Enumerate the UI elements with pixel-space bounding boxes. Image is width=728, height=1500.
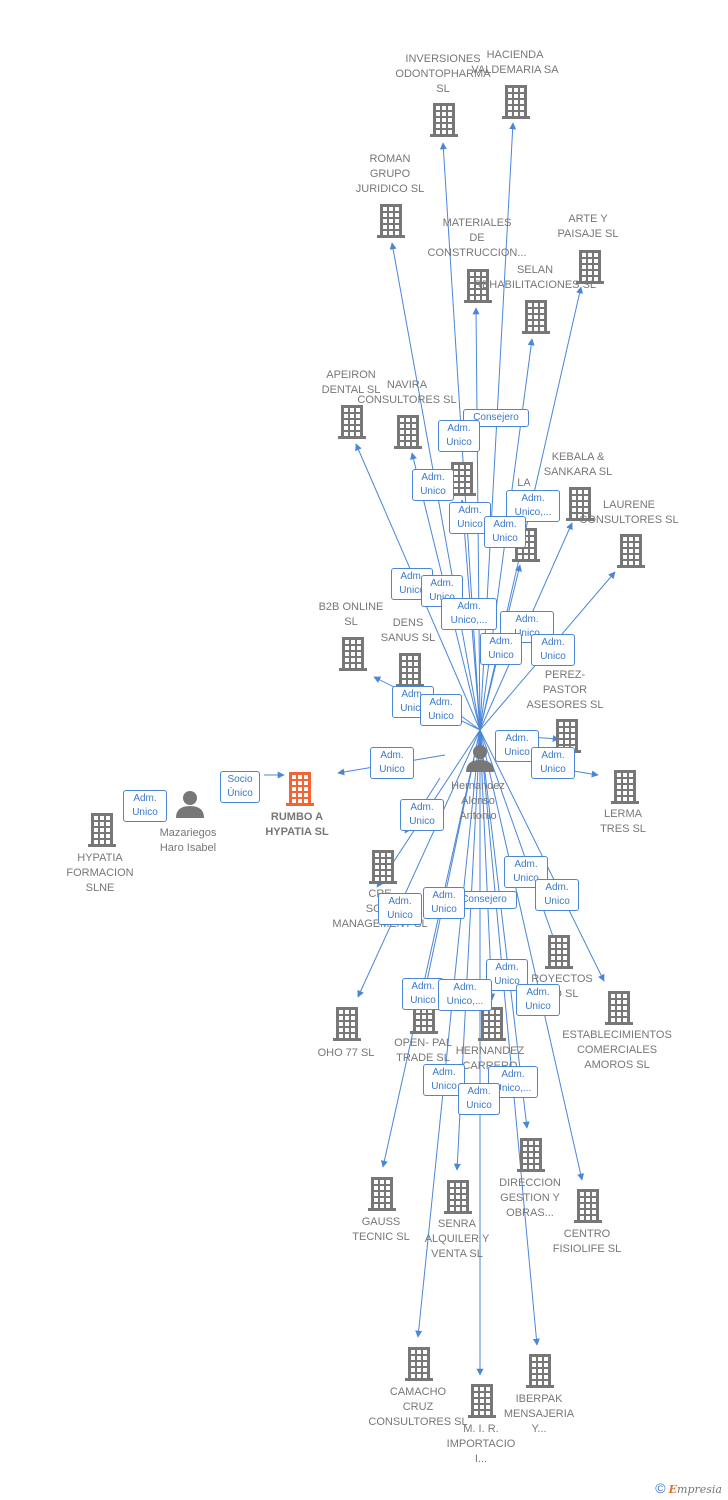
role-badge[interactable]: Adm. Unico bbox=[420, 694, 462, 726]
company-building-icon[interactable] bbox=[617, 534, 645, 568]
role-badge[interactable]: Adm. Unico bbox=[531, 747, 575, 779]
role-badge[interactable]: Adm. Unico,... bbox=[441, 598, 497, 630]
company-label[interactable]: DENS SANUS SL bbox=[380, 617, 436, 644]
company-building-icon[interactable] bbox=[502, 85, 530, 119]
role-badge[interactable]: Adm. Unico bbox=[535, 879, 579, 911]
main-company-building-icon[interactable] bbox=[286, 772, 314, 806]
company-building-icon[interactable] bbox=[517, 1138, 545, 1172]
role-badge[interactable]: Adm. Unico bbox=[123, 790, 167, 822]
role-badge[interactable]: Adm. Unico bbox=[504, 856, 548, 888]
role-badge[interactable]: Adm. Unico bbox=[378, 893, 422, 925]
company-label[interactable]: ESTABLECIMIENTOS COMERCIALES AMOROS SL bbox=[562, 1029, 672, 1071]
center-person-icon[interactable] bbox=[466, 745, 494, 772]
company-label[interactable]: LERMA TRES SL bbox=[600, 808, 646, 835]
company-label[interactable]: SELAN REHABILITACIONES SL bbox=[473, 264, 597, 291]
other-person-label[interactable]: Mazariegos Haro Isabel bbox=[159, 827, 217, 854]
brand-name: Empresia bbox=[668, 1483, 722, 1496]
company-label[interactable]: PEREZ- PASTOR ASESORES SL bbox=[526, 669, 604, 711]
company-label[interactable]: ROMAN GRUPO JURIDICO SL bbox=[355, 153, 425, 195]
role-badge[interactable]: Adm. Unico bbox=[484, 516, 526, 548]
company-label[interactable]: APEIRON DENTAL SL bbox=[321, 369, 381, 396]
edge-line bbox=[415, 729, 481, 1338]
role-badge[interactable]: Adm. Unico bbox=[480, 633, 522, 665]
edge-line bbox=[479, 729, 605, 982]
company-building-icon[interactable] bbox=[368, 1177, 396, 1211]
company-building-icon[interactable] bbox=[333, 1007, 361, 1041]
edge-line bbox=[479, 729, 496, 1001]
company-label[interactable]: SENRA ALQUILER Y VENTA SL bbox=[424, 1218, 490, 1260]
main-company-label[interactable]: RUMBO A HYPATIA SL bbox=[265, 811, 329, 838]
company-building-icon[interactable] bbox=[377, 204, 405, 238]
role-badge[interactable]: Adm. Unico bbox=[370, 747, 414, 779]
role-badge[interactable]: Adm. Unico bbox=[486, 959, 528, 991]
role-badge[interactable]: Adm. Unico bbox=[438, 420, 480, 452]
role-badge[interactable]: Adm. Unico bbox=[531, 634, 575, 666]
company-building-icon[interactable] bbox=[526, 1354, 554, 1388]
role-badge[interactable]: Adm. Unico bbox=[400, 799, 444, 831]
company-building-icon[interactable] bbox=[566, 487, 594, 521]
company-label[interactable]: KEBALA & SANKARA SL bbox=[543, 451, 613, 478]
company-label[interactable]: CAMACHO CRUZ CONSULTORES SL bbox=[368, 1386, 468, 1428]
copyright-symbol: © bbox=[655, 1480, 666, 1496]
company-building-icon[interactable] bbox=[88, 813, 116, 847]
role-badge[interactable]: Adm. Unico bbox=[449, 502, 491, 534]
company-building-icon[interactable] bbox=[545, 935, 573, 969]
company-label[interactable]: GAUSS TECNIC SL bbox=[352, 1216, 410, 1243]
nodes-layer bbox=[88, 85, 645, 1418]
company-label[interactable]: CENTRO FISIOLIFE SL bbox=[552, 1228, 622, 1255]
center-person-label[interactable]: Hernandez Alonso Antonio bbox=[451, 780, 505, 822]
company-building-icon[interactable] bbox=[574, 1189, 602, 1223]
company-label[interactable]: INVERSIONES ODONTOPHARMA SL bbox=[395, 53, 491, 95]
company-building-icon[interactable] bbox=[464, 269, 492, 303]
company-label[interactable]: IBERPAK MENSAJERIA Y... bbox=[503, 1393, 575, 1435]
role-badge[interactable]: Adm. Unico bbox=[423, 887, 465, 919]
company-building-icon[interactable] bbox=[478, 1007, 506, 1041]
company-label[interactable]: DIRECCION GESTION Y OBRAS... bbox=[499, 1177, 561, 1219]
other-person-icon[interactable] bbox=[176, 791, 204, 818]
edge-line bbox=[479, 729, 585, 1181]
edge-line bbox=[479, 729, 540, 1346]
role-badge[interactable]: Adm. Unico bbox=[412, 469, 454, 501]
company-building-icon[interactable] bbox=[448, 462, 476, 496]
edge-line bbox=[479, 729, 530, 1129]
company-label[interactable]: HYPATIA FORMACION SLNE bbox=[66, 852, 134, 894]
company-label[interactable]: OHO 77 SL bbox=[317, 1047, 375, 1059]
company-label[interactable]: ARTE Y PAISAJE SL bbox=[557, 213, 619, 240]
role-badge[interactable]: Adm. Unico,... bbox=[438, 979, 492, 1011]
role-badge[interactable]: Socio Único bbox=[220, 771, 260, 803]
company-label[interactable]: M. I. R. IMPORTACIO I... bbox=[446, 1423, 516, 1465]
company-building-icon[interactable] bbox=[576, 250, 604, 284]
company-label[interactable]: NAVIRA CONSULTORES SL bbox=[357, 379, 457, 406]
company-label[interactable]: B2B ONLINE SL bbox=[318, 601, 384, 628]
company-building-icon[interactable] bbox=[338, 405, 366, 439]
company-label[interactable]: MATERIALES DE CONSTRUCCION... bbox=[427, 217, 527, 259]
company-label[interactable]: OPEN- PAL TRADE SL bbox=[394, 1037, 452, 1064]
company-label[interactable]: HACIENDA VALDEMARIA SA bbox=[471, 49, 559, 76]
role-badge[interactable]: Adm. Unico bbox=[516, 984, 560, 1016]
company-building-icon[interactable] bbox=[522, 300, 550, 334]
company-building-icon[interactable] bbox=[430, 103, 458, 137]
company-building-icon[interactable] bbox=[339, 637, 367, 671]
role-badge[interactable]: Adm. Unico bbox=[458, 1083, 500, 1115]
company-building-icon[interactable] bbox=[444, 1180, 472, 1214]
edge-line bbox=[357, 729, 481, 998]
company-building-icon[interactable] bbox=[405, 1347, 433, 1381]
role-badge[interactable]: Adm. Unico bbox=[500, 611, 554, 643]
edge-line bbox=[380, 729, 481, 1168]
company-building-icon[interactable] bbox=[468, 1384, 496, 1418]
company-building-icon[interactable] bbox=[396, 653, 424, 687]
company-label[interactable]: LAURENE CONSULTORES SL bbox=[579, 499, 679, 526]
company-building-icon[interactable] bbox=[611, 770, 639, 804]
company-building-icon[interactable] bbox=[605, 991, 633, 1025]
footer-brand[interactable]: © Empresia bbox=[655, 1480, 722, 1496]
company-building-icon[interactable] bbox=[394, 415, 422, 449]
company-building-icon[interactable] bbox=[369, 850, 397, 884]
